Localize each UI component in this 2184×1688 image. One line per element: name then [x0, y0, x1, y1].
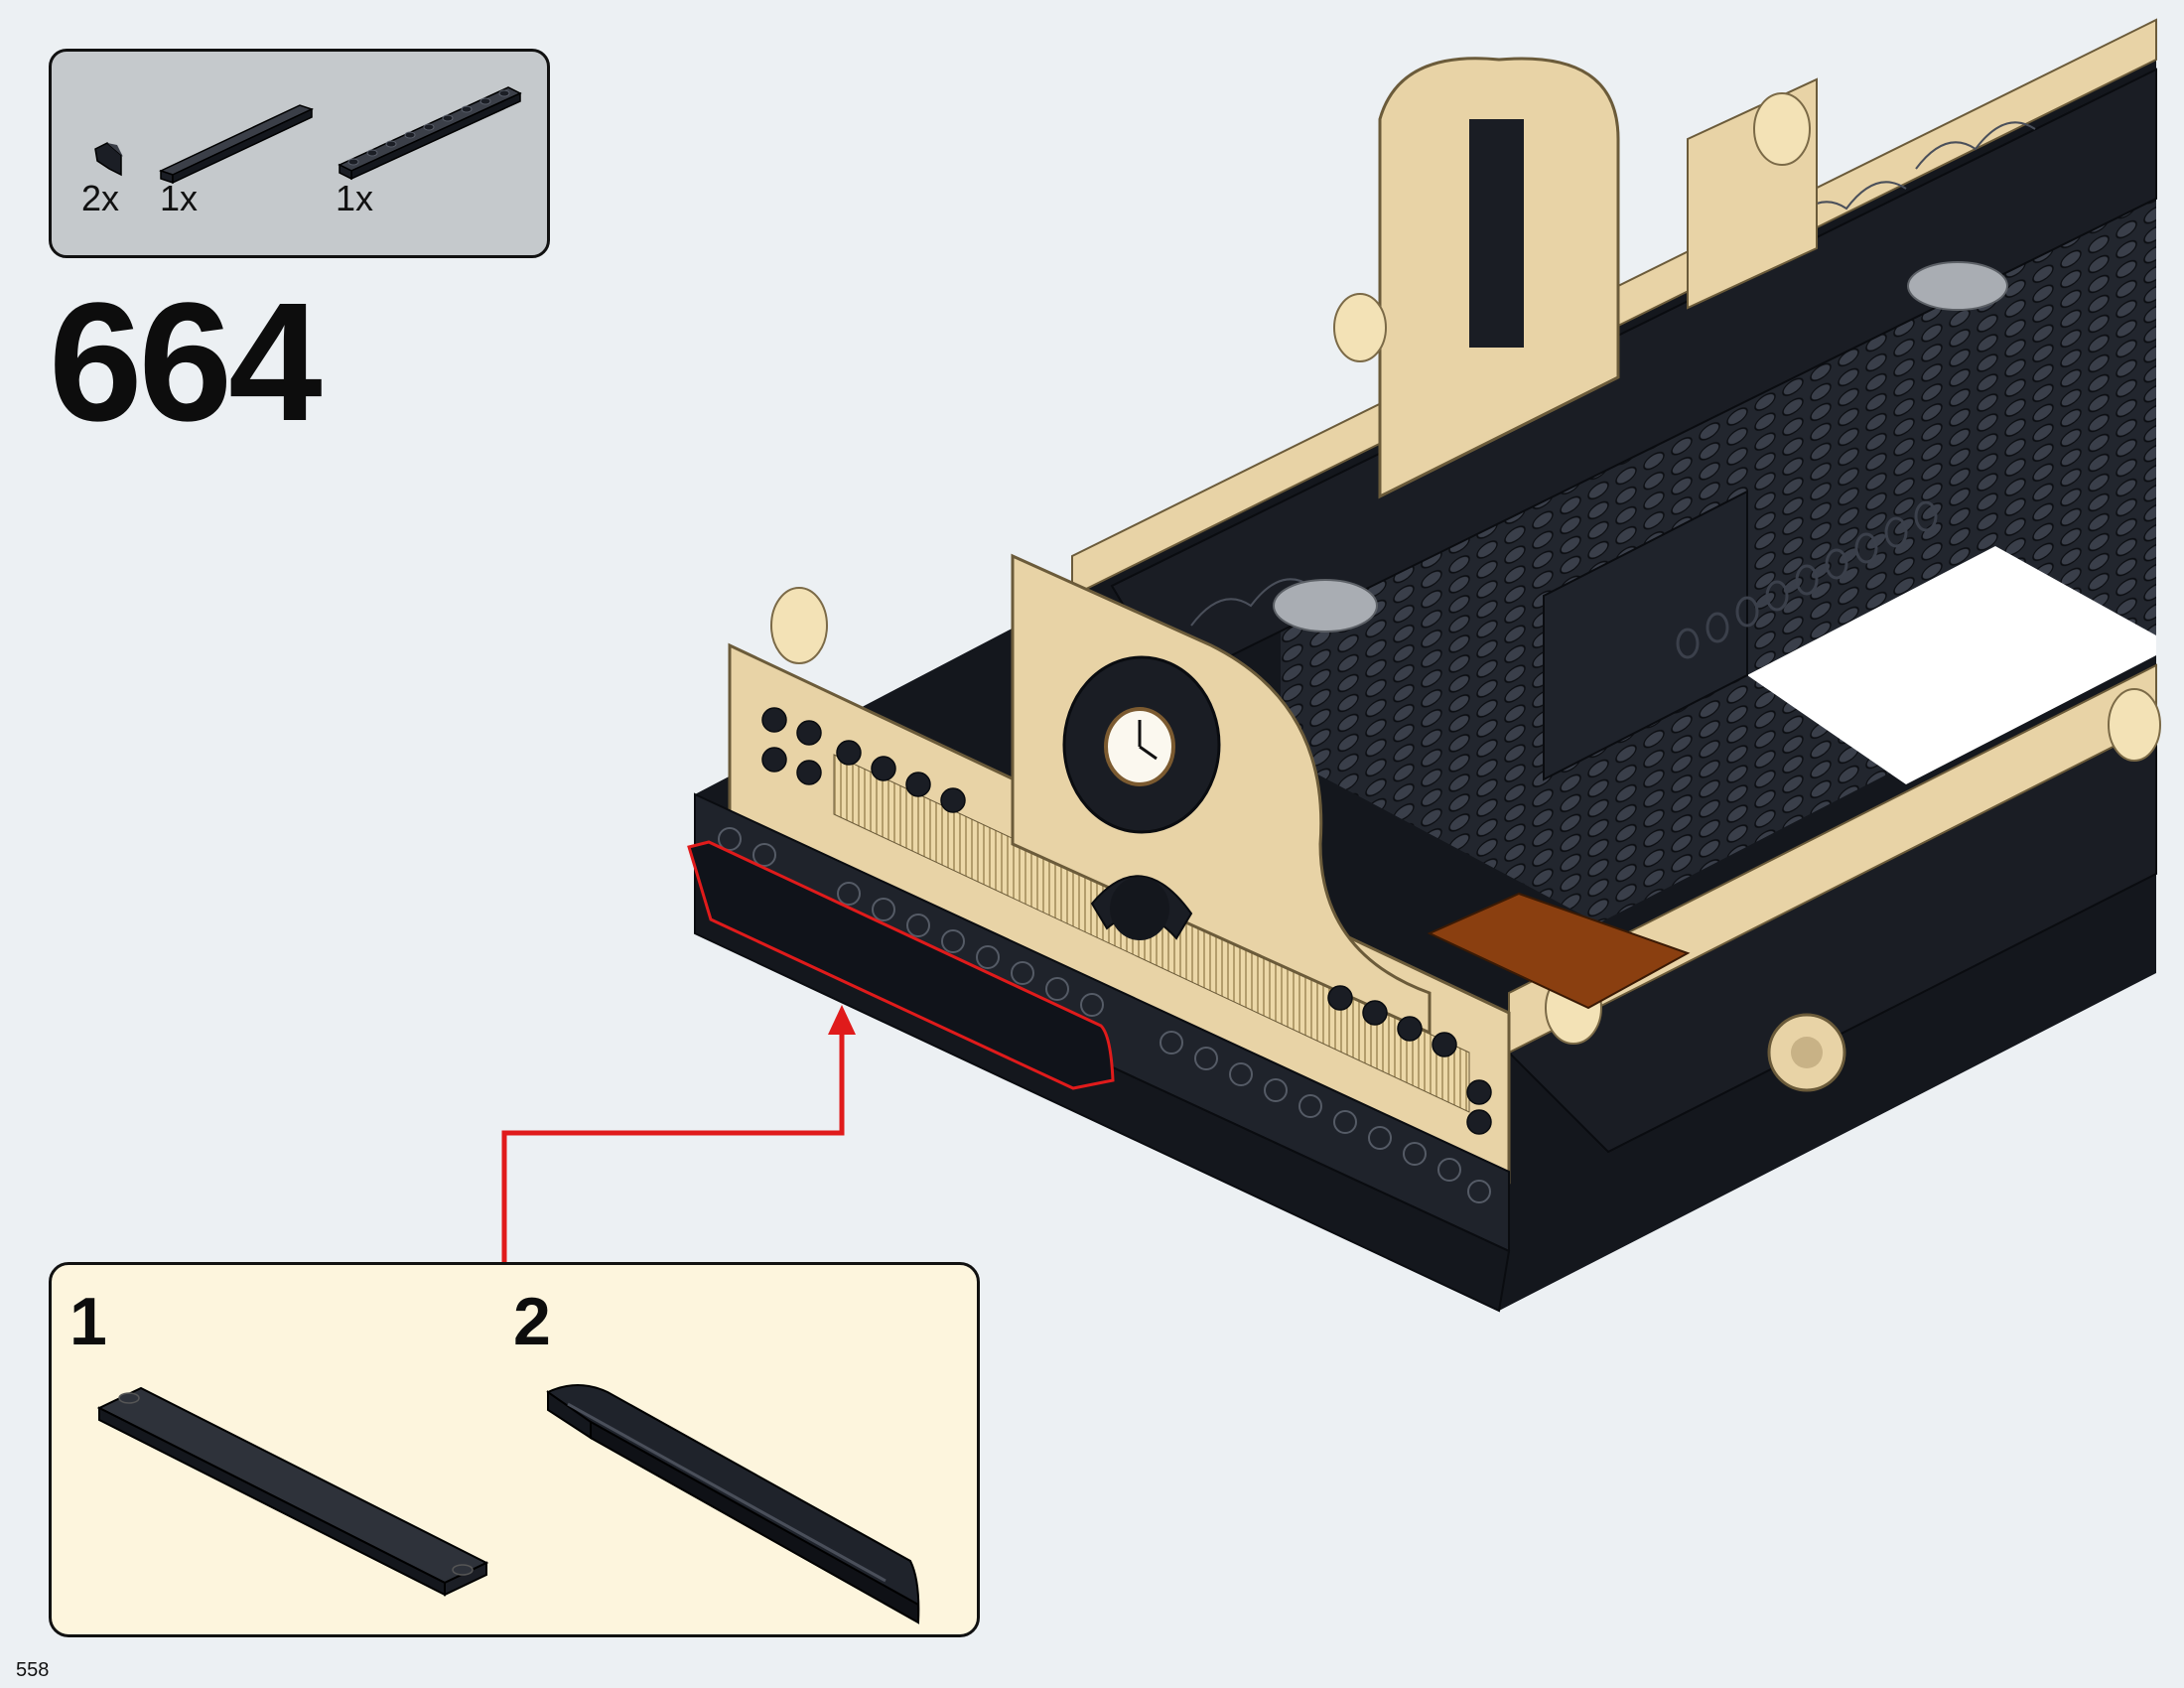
- back-wall: [1071, 18, 2157, 687]
- parts-illustrations: [94, 86, 522, 185]
- part-quantity-3: 1x: [336, 178, 374, 218]
- brown-plate: [1427, 892, 1691, 1010]
- page-number: 558: [16, 1659, 50, 1681]
- sub-assembly-panel: 1 2: [49, 1262, 980, 1637]
- sub-step-number-1: 1: [69, 1284, 107, 1359]
- sub-step-2-part-icon: [546, 1384, 920, 1624]
- part-quantity-1: 2x: [81, 178, 120, 218]
- callout-arrow: [501, 1033, 845, 1263]
- sub-step-1-part-icon: [96, 1386, 489, 1597]
- black-slope-piece-icon: [94, 142, 123, 177]
- parts-list-panel: 2x 1x 1x: [49, 49, 550, 258]
- sub-step-illustrations: [96, 1384, 920, 1624]
- floor-opening: [1747, 546, 2156, 784]
- part-quantity-2: 1x: [160, 178, 199, 218]
- callout-arrowhead: [828, 1005, 856, 1035]
- step-number: 664: [49, 268, 323, 457]
- black-studded-plate-icon: [338, 86, 522, 181]
- new-part-highlight: [687, 840, 1115, 1090]
- sub-step-number-2: 2: [513, 1284, 551, 1359]
- black-long-plate-icon: [158, 104, 315, 185]
